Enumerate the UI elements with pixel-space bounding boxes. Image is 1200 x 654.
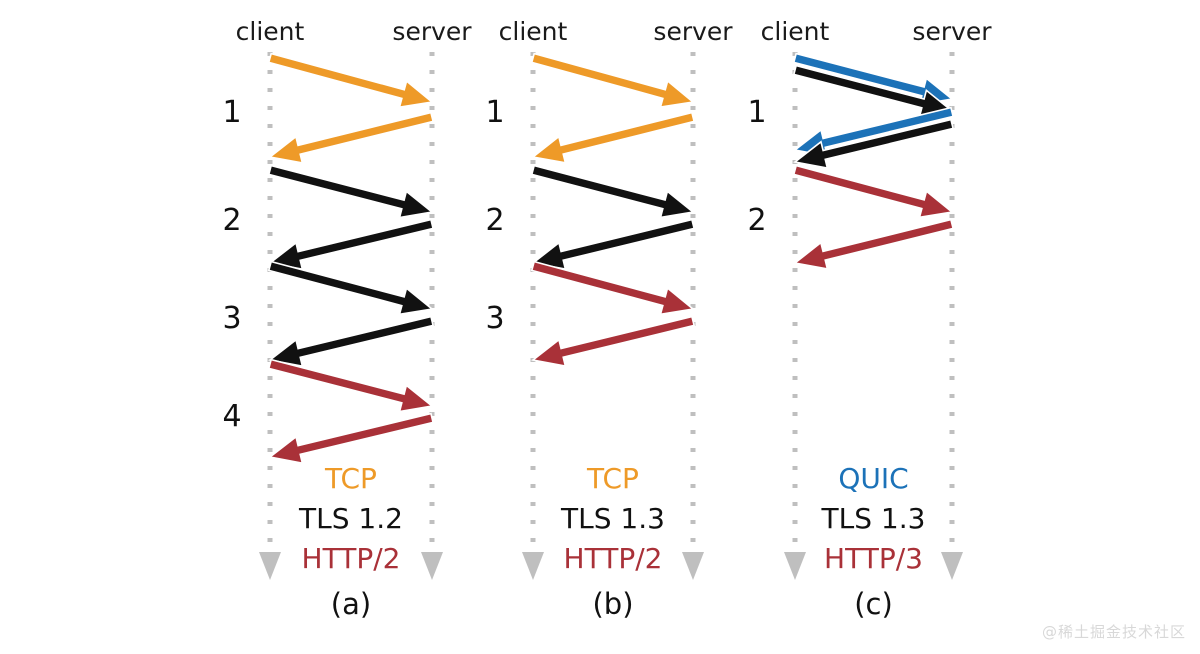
rtt-number: 4 xyxy=(222,399,241,434)
arrow-tcp-syn xyxy=(530,52,695,109)
legend-item: HTTP/2 xyxy=(302,542,401,575)
arrow-tls-client-hello xyxy=(267,164,434,219)
legend-item: HTTP/2 xyxy=(564,542,663,575)
rtt-number: 3 xyxy=(485,301,504,336)
legend-item: TLS 1.2 xyxy=(298,502,403,535)
arrow-http-response xyxy=(268,412,435,465)
arrow-tls-client-hello xyxy=(530,164,695,219)
rtt-number: 1 xyxy=(485,95,504,130)
arrow-http-request xyxy=(792,164,954,219)
rtt-number: 1 xyxy=(747,95,766,130)
server-end-triangle-icon xyxy=(682,552,704,580)
arrow-tls-server-hello xyxy=(268,218,435,271)
arrow-tls-server-hello xyxy=(531,218,696,271)
panel-caption: (b) xyxy=(592,587,633,621)
client-end-triangle-icon xyxy=(259,552,281,580)
arrow-tcp-syn xyxy=(267,52,434,109)
rtt-number: 2 xyxy=(222,203,241,238)
legend-item: HTTP/3 xyxy=(824,542,923,575)
arrow-http-response xyxy=(531,315,696,368)
client-label: client xyxy=(236,17,305,46)
rtt-number: 1 xyxy=(222,95,241,130)
legend-item: TLS 1.3 xyxy=(821,502,926,535)
arrow-tls-client-hello xyxy=(792,64,954,118)
arrow-tcp-syn-ack xyxy=(531,111,696,164)
rtt-number: 2 xyxy=(747,203,766,238)
rtt-number: 2 xyxy=(485,203,504,238)
arrow-tls-key-exchange xyxy=(267,260,434,316)
server-end-triangle-icon xyxy=(941,552,963,580)
legend-item: TLS 1.3 xyxy=(560,502,665,535)
legend-item: QUIC xyxy=(838,462,908,495)
arrow-quic-initial xyxy=(792,52,954,106)
client-label: client xyxy=(499,17,568,46)
legend-item: TCP xyxy=(586,462,639,495)
client-label: client xyxy=(761,17,830,46)
arrow-tls-finished xyxy=(268,315,435,368)
watermark: @稀土掘金技术社区 xyxy=(1041,623,1186,641)
arrow-tcp-syn-ack xyxy=(268,111,435,164)
client-end-triangle-icon xyxy=(522,552,544,580)
server-label: server xyxy=(392,17,472,46)
panel-caption: (c) xyxy=(854,587,893,621)
legend-item: TCP xyxy=(324,462,377,495)
arrow-http-request xyxy=(267,358,434,413)
server-label: server xyxy=(912,17,992,46)
client-end-triangle-icon xyxy=(784,552,806,580)
arrow-http-request xyxy=(530,260,695,316)
arrow-tls-server-hello xyxy=(793,118,955,170)
rtt-number: 3 xyxy=(222,301,241,336)
server-label: server xyxy=(653,17,733,46)
server-end-triangle-icon xyxy=(421,552,443,580)
panel-caption: (a) xyxy=(331,587,371,621)
arrow-http-response xyxy=(793,218,955,270)
